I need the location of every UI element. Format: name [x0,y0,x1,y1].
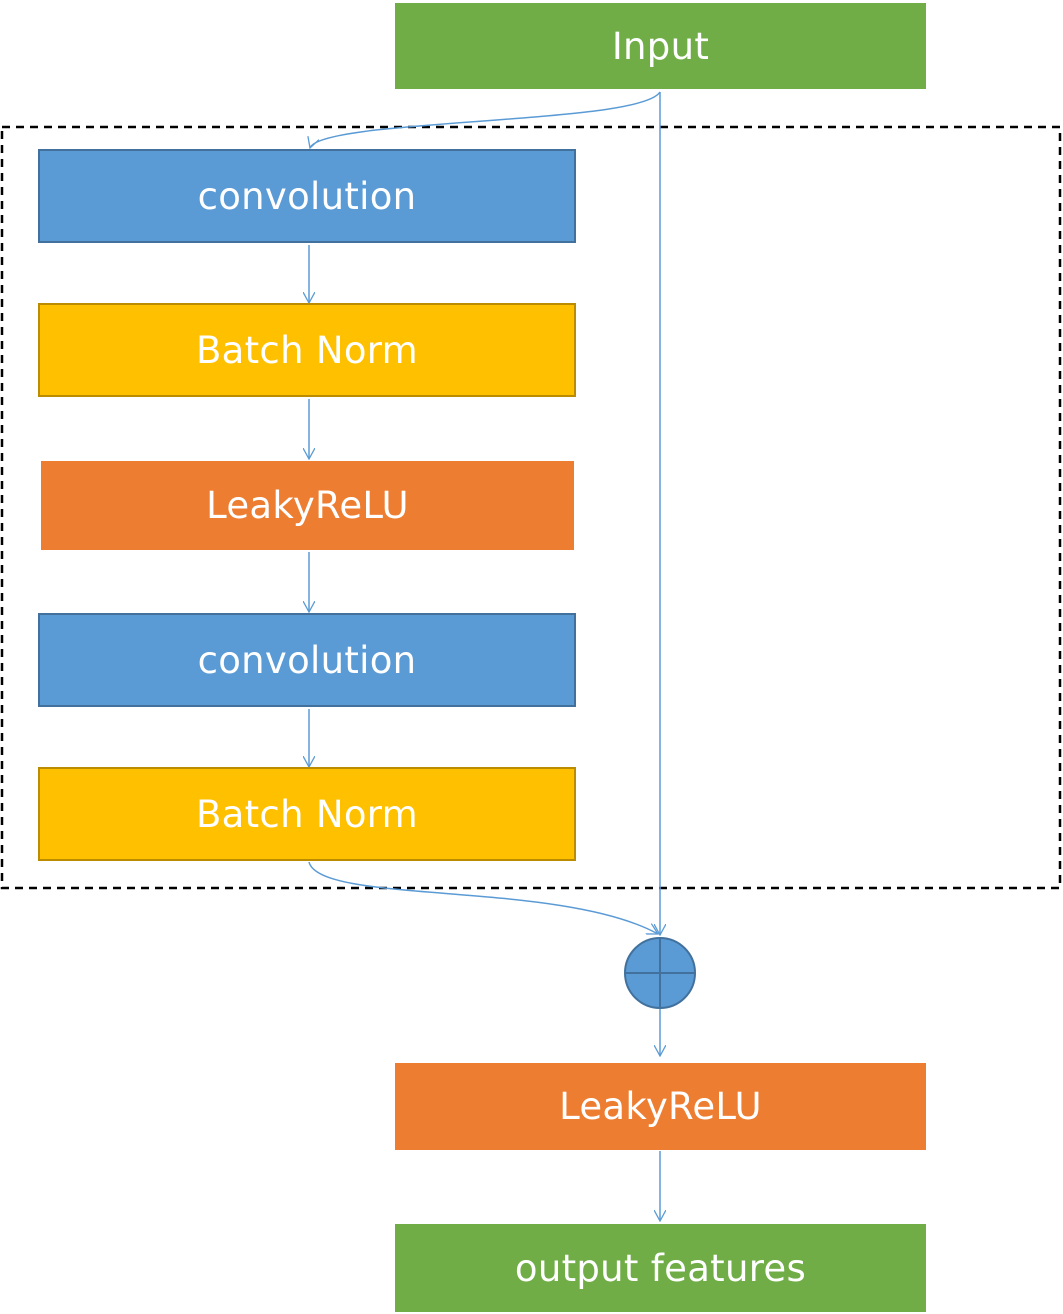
batch-norm-node-2: Batch Norm [38,767,576,861]
connector-bn2-to-sum [308,861,658,935]
leaky-relu-node-1: LeakyReLU [41,461,574,550]
leaky-relu-label-2: LeakyReLU [559,1085,762,1128]
convolution-node-2: convolution [38,613,576,707]
convolution-label-2: convolution [197,638,417,682]
output-node: output features [395,1224,926,1312]
leaky-relu-node-2: LeakyReLU [395,1063,926,1150]
batch-norm-label-2: Batch Norm [195,792,419,836]
circle-plus-icon [624,937,696,1009]
connector-input-to-conv1 [310,91,661,148]
output-label: output features [514,1246,807,1290]
convolution-node-1: convolution [38,149,576,243]
input-label: Input [611,24,710,68]
batch-norm-label-1: Batch Norm [195,328,419,372]
input-node: Input [395,3,926,89]
convolution-label-1: convolution [197,174,417,218]
batch-norm-node-1: Batch Norm [38,303,576,397]
leaky-relu-label-1: LeakyReLU [206,484,409,527]
